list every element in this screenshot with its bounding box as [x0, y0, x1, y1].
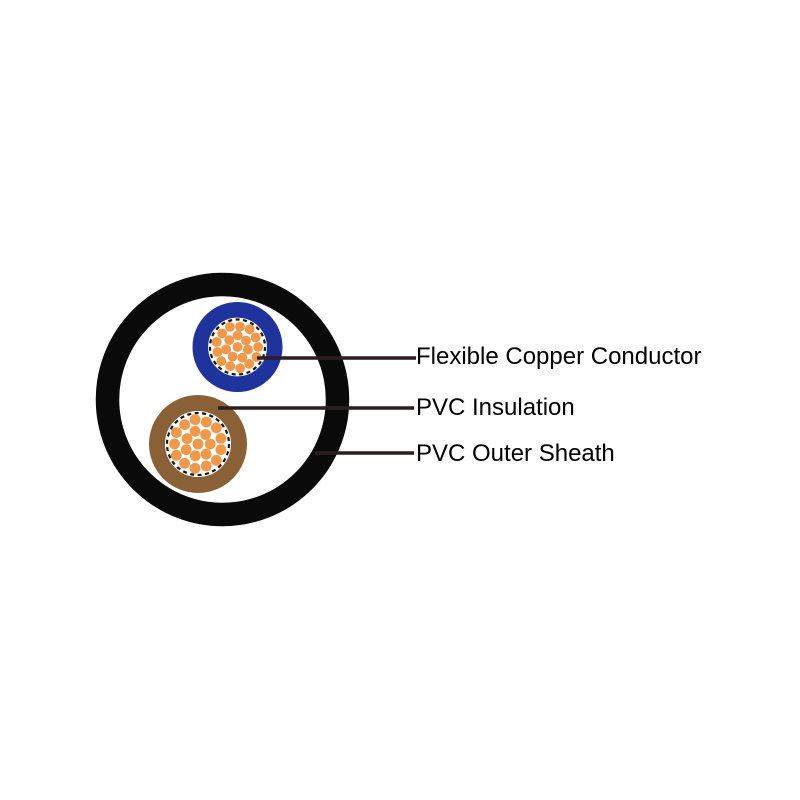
copper-strand — [180, 444, 192, 456]
copper-strand — [225, 361, 236, 372]
copper-strand — [237, 352, 248, 363]
label-pvc-outer-sheath: PVC Outer Sheath — [416, 440, 615, 467]
copper-strand — [232, 342, 243, 352]
copper-strand — [232, 330, 243, 341]
copper-strand — [253, 342, 263, 352]
copper-strand — [241, 335, 251, 346]
copper-strand — [179, 457, 191, 469]
label-flexible-copper-conductor: Flexible Copper Conductor — [416, 343, 702, 370]
copper-strand — [169, 438, 180, 450]
copper-strand — [192, 438, 204, 450]
core-bottom-brown — [149, 395, 247, 493]
copper-strand — [225, 322, 235, 332]
copper-strand — [200, 429, 212, 440]
copper-strand — [224, 335, 235, 345]
copper-strand — [250, 332, 261, 343]
copper-strand — [200, 448, 212, 460]
core-top-blue — [192, 301, 283, 392]
copper-strand — [201, 416, 212, 428]
copper-strand — [243, 344, 253, 355]
copper-strand — [215, 433, 227, 444]
copper-strand — [189, 450, 201, 462]
copper-strand — [212, 347, 223, 357]
copper-strand — [227, 351, 238, 362]
copper-strand — [235, 363, 246, 374]
copper-strand — [189, 414, 201, 426]
copper-strand — [171, 427, 182, 438]
copper-strand — [181, 433, 193, 445]
copper-strand — [204, 438, 216, 450]
pvc-outer-sheath-ring — [95, 272, 350, 527]
copper-strand — [217, 328, 228, 339]
copper-strand — [170, 449, 182, 461]
copper-strand — [189, 462, 201, 474]
copper-strand — [189, 425, 201, 437]
copper-strand — [200, 460, 212, 472]
copper-strand — [244, 359, 255, 369]
copper-strand — [244, 324, 255, 335]
copper-strand — [210, 422, 222, 434]
copper-strand — [235, 321, 245, 332]
label-pvc-insulation: PVC Insulation — [416, 394, 575, 421]
copper-strand — [210, 454, 222, 466]
copper-strand — [221, 344, 232, 355]
copper-strand — [179, 419, 191, 430]
copper-strands-bottom — [169, 414, 227, 474]
copper-strand — [216, 356, 227, 367]
copper-strand — [215, 444, 227, 456]
copper-strands-top — [211, 321, 263, 374]
copper-strand — [211, 337, 222, 347]
